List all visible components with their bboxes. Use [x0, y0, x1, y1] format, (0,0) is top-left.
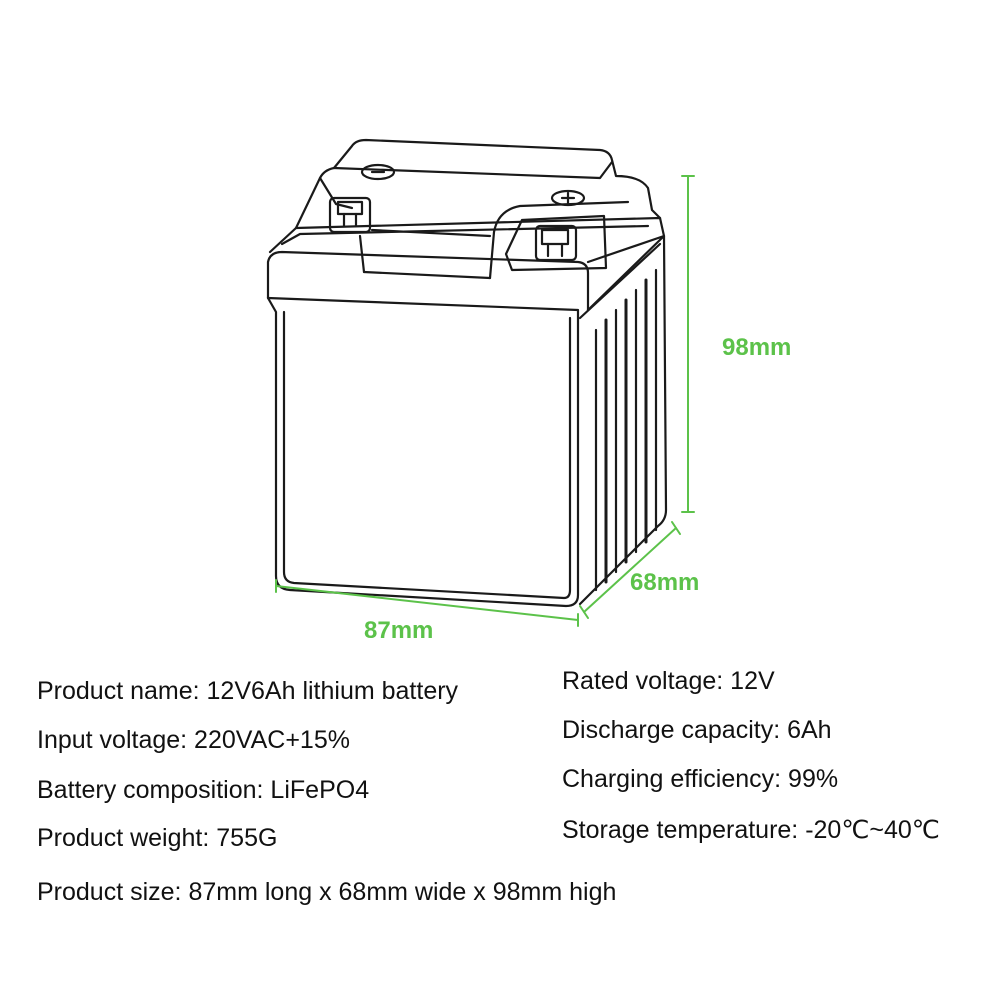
spec-rated-voltage: Rated voltage: 12V — [562, 667, 775, 695]
battery-diagram — [266, 138, 695, 627]
spec-discharge-capacity: Discharge capacity: 6Ah — [562, 716, 832, 744]
spec-battery-composition: Battery composition: LiFePO4 — [37, 776, 370, 804]
battery-side-face — [578, 234, 668, 606]
spec-storage-temperature: Storage temperature: -20℃~40℃ — [562, 816, 940, 844]
battery-front-face — [266, 296, 580, 608]
length-dimension-line — [275, 579, 579, 627]
negative-terminal — [328, 163, 396, 234]
dimension-lines — [275, 175, 695, 627]
spec-input-voltage: Input voltage: 220VAC+15% — [37, 726, 350, 754]
battery-top-cap — [294, 138, 662, 230]
width-dimension-line — [579, 521, 681, 619]
width-dimension-label: 68mm — [630, 569, 700, 596]
spec-product-name: Product name: 12V6Ah lithium battery — [37, 677, 459, 705]
length-dimension-label: 87mm — [364, 617, 434, 644]
spec-charging-efficiency: Charging efficiency: 99% — [562, 765, 839, 793]
positive-terminal — [504, 189, 608, 272]
height-dimension-line — [681, 175, 695, 513]
battery-outline — [266, 138, 668, 608]
spec-product-weight: Product weight: 755G — [37, 824, 278, 852]
height-dimension-label: 98mm — [722, 334, 792, 361]
spec-product-size: Product size: 87mm long x 68mm wide x 98… — [37, 878, 617, 906]
battery-side-ribs — [594, 268, 658, 592]
